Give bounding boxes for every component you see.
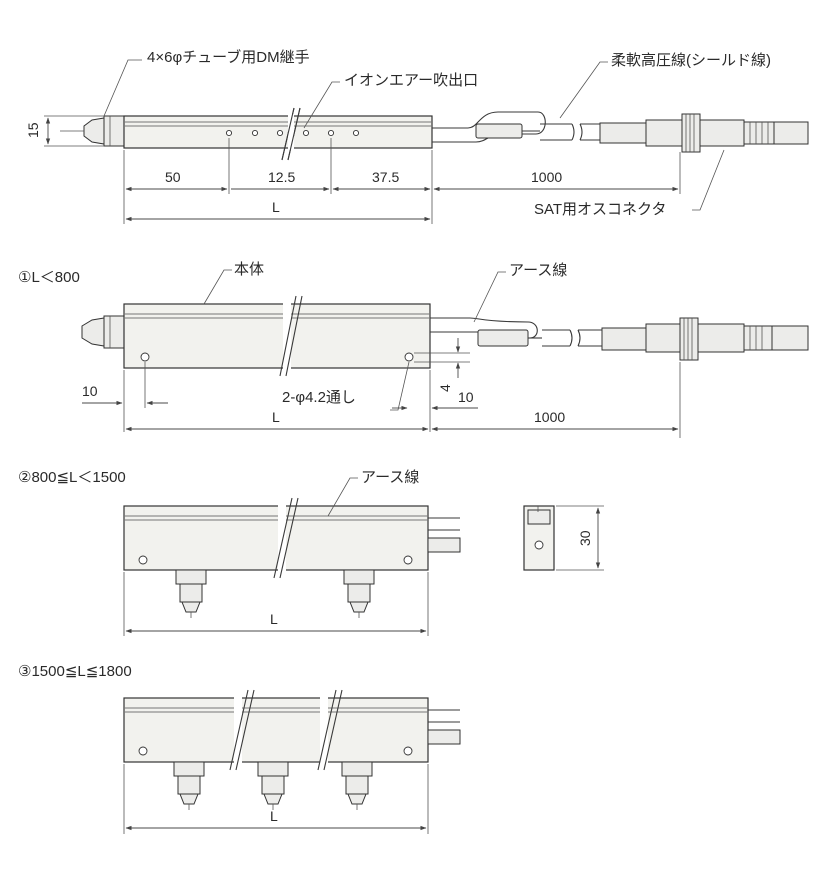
dim-total-l-3: L — [270, 808, 278, 824]
view-2: ②800≦L＜1500 アース線 L — [18, 469, 604, 636]
callout-earth-wire-1: アース線 — [509, 262, 567, 279]
callout-air-outlet: イオンエアー吹出口 — [344, 72, 478, 89]
callout-hv-cable: 柔軟高圧線(シールド線) — [611, 52, 771, 69]
view-3: ③1500≦L≦1800 L — [18, 663, 461, 834]
dim-vertical-4: 4 — [437, 384, 453, 392]
dim-cable-1000: 1000 — [531, 169, 562, 185]
dim-50: 50 — [165, 169, 181, 185]
callout-earth-wire-2: アース線 — [361, 469, 419, 486]
dim-37-5: 37.5 — [372, 169, 399, 185]
dim-total-l-1: L — [272, 409, 280, 425]
dim-total-l-2: L — [270, 611, 278, 627]
dim-12-5: 12.5 — [268, 169, 295, 185]
view-1: ①L＜800 本体 — [18, 261, 809, 438]
bottom-fittings-2 — [175, 569, 375, 618]
dim-side-30: 30 — [577, 530, 593, 546]
heading-view-3: ③1500≦L≦1800 — [18, 663, 132, 680]
sat-connector — [599, 113, 809, 153]
dim-cable-1000-1: 1000 — [534, 409, 565, 425]
hv-cable-top — [432, 111, 600, 143]
dim-total-l: L — [272, 199, 280, 215]
dim-right-10: 10 — [458, 389, 474, 405]
callout-body: 本体 — [234, 261, 264, 278]
callout-connector: SAT用オスコネクタ — [534, 201, 666, 218]
dim-height: 15 — [25, 122, 41, 138]
heading-view-2: ②800≦L＜1500 — [18, 469, 126, 486]
dm-fitting — [60, 115, 125, 147]
ionizer-body-top — [123, 107, 433, 161]
callout-tube-fitting: 4×6φチューブ用DM継手 — [147, 48, 310, 66]
view-top: 4×6φチューブ用DM継手 イオンエアー吹出口 柔軟高圧線(シールド線) SAT… — [25, 48, 809, 224]
side-view: 30 — [523, 505, 604, 571]
heading-view-1: ①L＜800 — [18, 269, 80, 286]
bottom-fittings-3 — [173, 761, 373, 810]
callout-mounting-holes: 2-φ4.2通し — [282, 389, 356, 406]
dim-left-10: 10 — [82, 383, 98, 399]
